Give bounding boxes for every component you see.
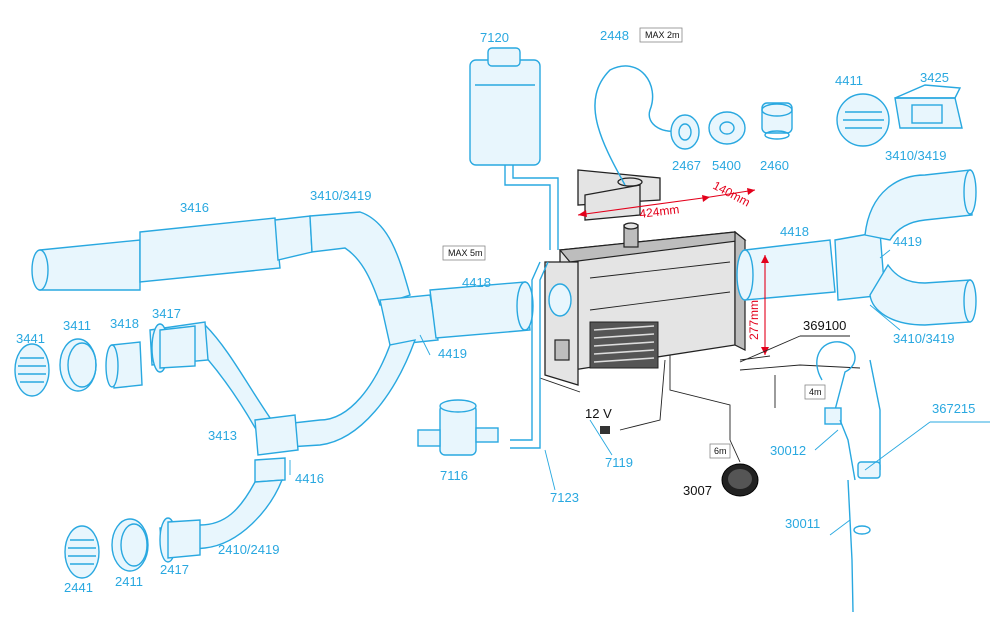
label-7123: 7123	[550, 490, 579, 505]
label-4411: 4411	[835, 73, 863, 88]
label-369100: 369100	[803, 318, 846, 333]
tag-max-5m: MAX 5m	[448, 248, 483, 258]
part-3441-grille	[14, 343, 50, 397]
left-duct-system	[31, 211, 534, 553]
part-367215-sender	[857, 359, 881, 479]
tag-6m: 6m	[714, 446, 727, 456]
part-5400	[708, 111, 746, 145]
dim-424mm: 424mm	[639, 202, 680, 221]
part-2417-flange	[159, 517, 201, 563]
part-2460	[761, 102, 793, 140]
label-367215: 367215	[932, 401, 975, 416]
part-7116-pump	[417, 399, 499, 456]
part-3425-cowl	[894, 84, 963, 129]
label-3007: 3007	[683, 483, 712, 498]
label-5400: 5400	[712, 158, 741, 173]
label-3418: 3418	[110, 316, 139, 331]
part-3418-ring	[105, 341, 143, 389]
label-2441: 2441	[64, 580, 93, 595]
tag-max-2m: MAX 2m	[645, 30, 680, 40]
label-12v: 12 V	[585, 406, 612, 421]
label-3411: 3411	[63, 318, 91, 333]
part-4411-vent	[836, 93, 890, 147]
part-2467	[670, 114, 700, 150]
part-3411-grille	[59, 338, 97, 392]
label-30011: 30011	[785, 516, 820, 531]
label-2467: 2467	[672, 158, 701, 173]
label-3410-top-right: 3410/3419	[885, 148, 946, 163]
label-2460: 2460	[760, 158, 789, 173]
leader-lines	[289, 249, 990, 536]
label-2411: 2411	[115, 574, 143, 589]
label-3425: 3425	[920, 70, 949, 85]
label-7119: 7119	[605, 455, 633, 470]
part-2448-exhaust	[594, 65, 681, 186]
heater-vents	[589, 321, 659, 369]
part-labels: 7120 2448 2467 5400 2460 4411 3425 3410/…	[16, 28, 975, 595]
tag-4m: 4m	[809, 387, 822, 397]
dim-140mm: 140mm	[711, 178, 753, 209]
dim-277mm: 277mm	[747, 300, 761, 340]
dimension-lines	[577, 188, 769, 355]
label-4419-right: 4419	[893, 234, 922, 249]
label-3410-top-left: 3410/3419	[310, 188, 371, 203]
part-30011-hose	[847, 479, 871, 613]
part-2441-grille	[64, 525, 100, 579]
label-7120: 7120	[480, 30, 509, 45]
label-3413: 3413	[208, 428, 237, 443]
part-30012-sensor	[816, 341, 856, 481]
label-2410: 2410/2419	[218, 542, 279, 557]
label-3441: 3441	[16, 331, 45, 346]
label-4416: 4416	[295, 471, 324, 486]
part-3417-flange	[151, 323, 196, 373]
label-4418-left: 4418	[462, 275, 491, 290]
label-3410-bottom-right: 3410/3419	[893, 331, 954, 346]
part-3007-control	[721, 463, 759, 497]
label-3416: 3416	[180, 200, 209, 215]
length-tags: MAX 2m MAX 5m 4m 6m	[442, 27, 826, 459]
label-4418-right: 4418	[780, 224, 809, 239]
part-7120-tank	[469, 47, 559, 250]
wiring-harness-369100	[600, 355, 861, 463]
part-2411-grille	[111, 518, 149, 572]
label-2448: 2448	[600, 28, 629, 43]
coolant-pipes	[510, 261, 549, 449]
right-duct-system	[736, 169, 977, 326]
label-4419-left: 4419	[438, 346, 467, 361]
label-30012: 30012	[770, 443, 806, 458]
label-7116: 7116	[440, 468, 468, 483]
label-2417: 2417	[160, 562, 189, 577]
label-3417: 3417	[152, 306, 181, 321]
